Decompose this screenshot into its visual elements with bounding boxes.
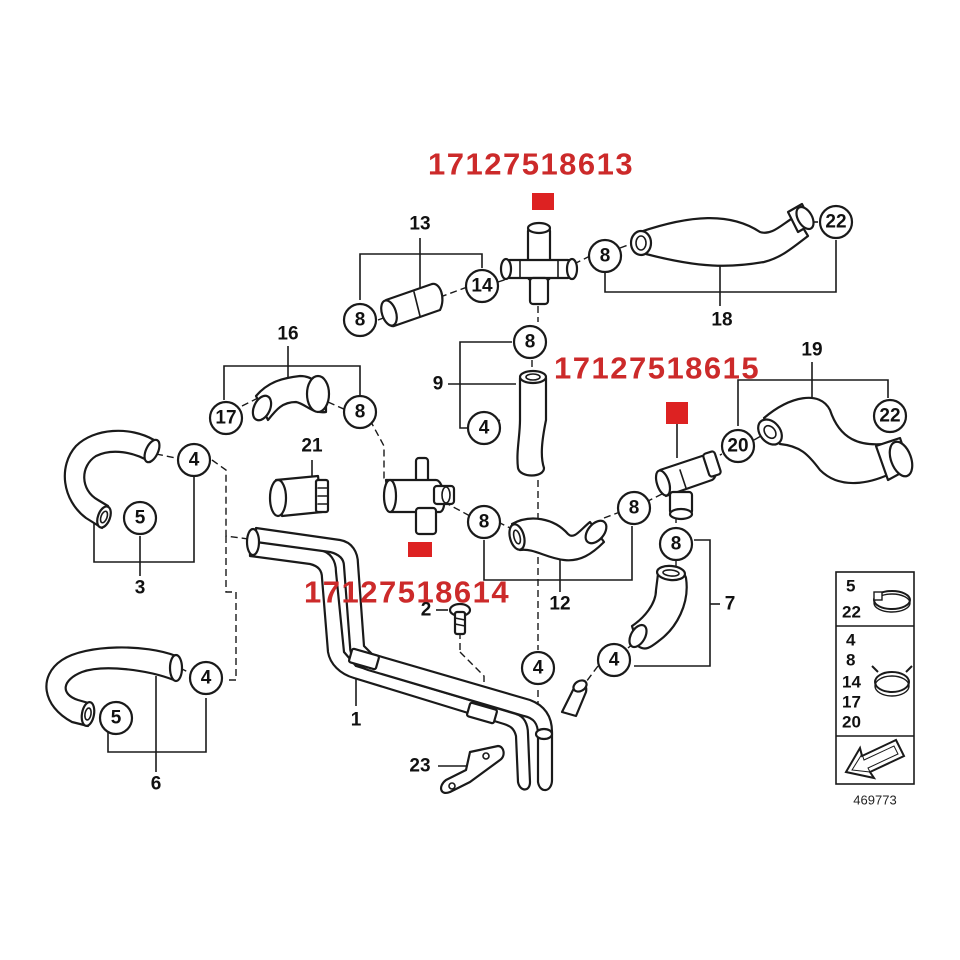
marker-square-top	[532, 193, 554, 210]
cross-connector-top	[499, 221, 579, 306]
callout-8-elbow12: 8	[616, 490, 652, 526]
svg-text:20: 20	[727, 436, 748, 457]
legend-item-14: 14	[842, 673, 861, 692]
part-number-left: 17127518614	[304, 575, 510, 610]
part-number-right: 17127518615	[554, 351, 760, 386]
callout-5-hose3: 5	[122, 500, 158, 536]
label-2: 2	[421, 600, 432, 621]
callout-8-hose9: 8	[512, 324, 548, 360]
callout-4-hose3: 4	[176, 442, 212, 478]
pipe-assembly-1	[245, 526, 588, 792]
hose-3	[63, 429, 161, 530]
svg-text:4: 4	[479, 418, 490, 439]
svg-text:5: 5	[111, 708, 122, 729]
svg-text:4: 4	[609, 650, 620, 671]
svg-text:8: 8	[355, 402, 366, 423]
label-18: 18	[711, 310, 732, 331]
leader-lines	[93, 221, 889, 772]
label-21: 21	[301, 436, 323, 457]
label-13: 13	[409, 214, 430, 235]
legend-item-4: 4	[846, 631, 856, 650]
callout-8-elbow7: 8	[658, 526, 694, 562]
callout-4-pipe: 4	[520, 650, 556, 686]
callout-14: 14	[464, 268, 500, 304]
legend-item-22: 22	[842, 603, 861, 622]
svg-text:8: 8	[600, 246, 611, 267]
thermostat-housing-right	[654, 450, 722, 521]
callout-5-hose6: 5	[98, 700, 134, 736]
svg-text:8: 8	[629, 498, 640, 519]
callout-8-hose18: 8	[587, 238, 623, 274]
label-19: 19	[801, 340, 822, 361]
legend-item-5: 5	[846, 577, 855, 596]
elbow-12	[508, 517, 608, 562]
elbow-16	[251, 374, 331, 422]
callout-4-elbow7: 4	[596, 642, 632, 678]
marker-square-right	[666, 402, 688, 424]
elbow-7	[628, 564, 688, 650]
svg-text:5: 5	[135, 508, 146, 529]
hose-18	[629, 202, 815, 267]
bracket-23	[440, 744, 505, 794]
callout-20: 20	[720, 428, 756, 464]
callout-8-sleeve13: 8	[342, 302, 378, 338]
hose-19	[757, 396, 914, 485]
svg-text:8: 8	[355, 310, 366, 331]
label-23: 23	[409, 756, 430, 777]
thermostat-housing-left	[382, 456, 456, 536]
label-1: 1	[351, 710, 362, 731]
svg-text:8: 8	[525, 332, 536, 353]
legend-item-17: 17	[842, 693, 861, 712]
callout-4-hose6: 4	[188, 660, 224, 696]
hose-6	[45, 646, 184, 728]
callout-4-hose9: 4	[466, 410, 502, 446]
bolt-2	[448, 602, 472, 636]
sleeve-13	[380, 282, 444, 328]
hose-clamp-icon	[873, 590, 911, 613]
callout-8-elbow16: 8	[342, 394, 378, 430]
callout-17: 17	[208, 400, 244, 436]
callout-22-right: 22	[872, 398, 908, 434]
label-16: 16	[277, 324, 298, 345]
legend-item-20: 20	[842, 713, 861, 732]
label-12: 12	[549, 594, 570, 615]
callout-8-housing-left: 8	[466, 504, 502, 540]
spring-clamp-icon	[871, 665, 913, 697]
sensor-21	[268, 474, 330, 518]
svg-text:8: 8	[671, 534, 682, 555]
hose-9	[516, 369, 548, 477]
label-9: 9	[433, 374, 444, 395]
marker-square-left	[408, 542, 432, 557]
legend-item-8: 8	[846, 651, 855, 670]
svg-text:4: 4	[189, 450, 200, 471]
label-7: 7	[725, 594, 736, 615]
legend-box: 5 22 4 8 14 17 20	[835, 571, 915, 785]
direction-arrow-icon	[844, 738, 906, 780]
svg-text:14: 14	[471, 276, 493, 297]
svg-text:22: 22	[879, 406, 900, 427]
label-6: 6	[151, 774, 162, 795]
red-markers	[408, 193, 688, 557]
svg-text:4: 4	[533, 658, 544, 679]
svg-text:17: 17	[215, 408, 236, 429]
svg-text:22: 22	[825, 212, 846, 233]
reference-number: 469773	[853, 793, 896, 808]
label-3: 3	[135, 578, 146, 599]
svg-text:4: 4	[201, 668, 212, 689]
svg-text:8: 8	[479, 512, 490, 533]
callout-22-top: 22	[818, 204, 854, 240]
part-number-top: 17127518613	[428, 147, 634, 182]
